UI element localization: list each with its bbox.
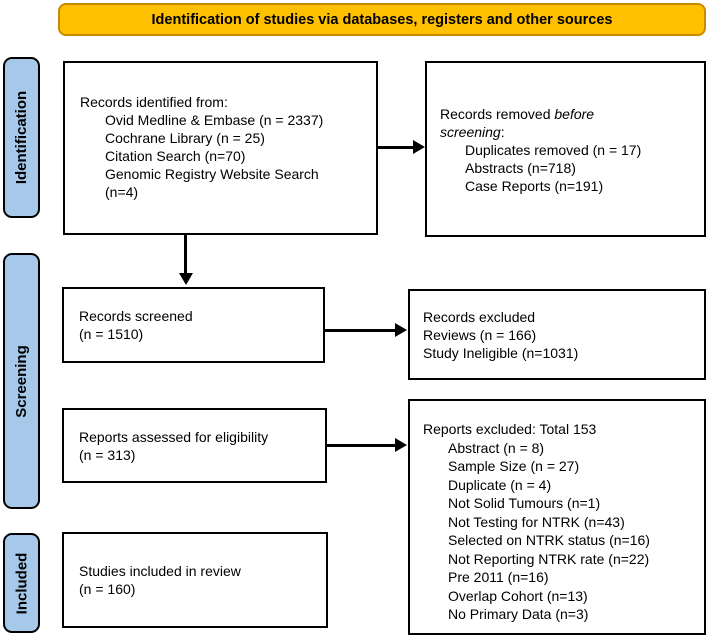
list-item: No Primary Data (n=3) (448, 606, 589, 622)
box-title: Records removed before screening: (440, 105, 696, 141)
box-count: (n = 313) (79, 446, 136, 463)
stage-included-label: Included (13, 552, 31, 614)
list-item: Reviews (n = 166) (423, 326, 537, 343)
list-item: Study Ineligible (n=1031) (423, 344, 579, 361)
list-item: Case Reports (n=191) (465, 178, 604, 194)
list-item: (n=4) (105, 184, 139, 200)
stage-screening: Screening (3, 253, 40, 509)
list-item: Not Testing for NTRK (n=43) (448, 513, 625, 530)
box-reports-assessed: Reports assessed for eligibility (n = 31… (62, 408, 327, 483)
box-title: Records identified from: (80, 94, 228, 110)
list-item: Cochrane Library (n = 25) (105, 130, 265, 146)
arrow-head-icon (413, 140, 425, 154)
box-title: Reports excluded: Total 153 (423, 421, 597, 437)
list-item: Not Reporting NTRK rate (n=22) (448, 550, 650, 567)
box-line: Studies included in review (79, 563, 241, 579)
arrow-line (327, 444, 397, 447)
box-records-identified: Records identified from: Ovid Medline & … (63, 61, 378, 235)
stage-identification: Identification (3, 57, 40, 218)
box-records-screened: Records screened (n = 1510) (62, 287, 325, 363)
stage-screening-label: Screening (13, 344, 30, 418)
reports-excluded-list: Abstract (n = 8) Sample Size (n = 27) Dupl… (423, 439, 698, 624)
list-item: Overlap Cohort (n=13) (448, 587, 588, 604)
box-count: (n = 160) (79, 581, 136, 597)
list-item: Abstract (n = 8) (448, 439, 545, 456)
arrow-line (325, 329, 397, 332)
list-item: Pre 2011 (n=16) (448, 569, 549, 585)
list-item: Selected on NTRK status (n=16) (448, 532, 650, 548)
box-studies-included: Studies included in review (n = 160) (62, 532, 328, 628)
stage-included: Included (3, 533, 40, 633)
title-text: : (500, 124, 505, 140)
records-identified-list: Ovid Medline & Embase (n = 2337) Cochrane… (80, 111, 368, 201)
arrow-line (378, 146, 415, 149)
diagram-title: Identification of studies via databases,… (151, 11, 613, 28)
list-item: Abstracts (n=718) (465, 160, 576, 176)
title-italic: screening (440, 124, 501, 140)
list-item: Citation Search (n=70) (105, 148, 246, 164)
arrow-head-icon (178, 273, 193, 285)
list-item: Not Solid Tumours (n=1) (448, 495, 601, 511)
list-item: Duplicate (n = 4) (448, 476, 552, 493)
stage-identification-label: Identification (13, 90, 30, 185)
arrow-line (184, 235, 187, 274)
box-line: Reports assessed for eligibility (79, 428, 269, 445)
list-item: Genomic Registry Website Search (105, 166, 319, 182)
box-records-removed: Records removed before screening: Duplic… (425, 61, 706, 237)
arrow-head-icon (395, 438, 407, 452)
list-item: Records excluded (423, 308, 536, 325)
arrow-head-icon (395, 323, 407, 337)
box-count: (n = 1510) (79, 326, 144, 342)
list-item: Sample Size (n = 27) (448, 458, 580, 474)
diagram-title-banner: Identification of studies via databases,… (58, 3, 706, 36)
records-removed-list: Duplicates removed (n = 17) Abstracts (n=… (440, 141, 696, 195)
box-line: Records screened (79, 308, 193, 324)
title-text: Records removed (440, 106, 555, 122)
list-item: Duplicates removed (n = 17) (465, 142, 642, 158)
box-reports-excluded: Reports excluded: Total 153 Abstract (n … (408, 399, 706, 635)
list-item: Ovid Medline & Embase (n = 2337) (105, 112, 324, 128)
title-italic: before (554, 106, 595, 122)
